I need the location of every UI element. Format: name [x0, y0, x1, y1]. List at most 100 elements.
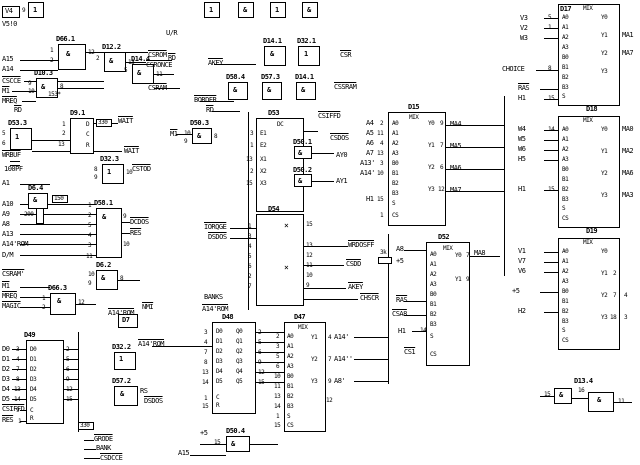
pin-number: 18 [610, 314, 617, 321]
port-label: D3 [30, 376, 37, 383]
chip-title: D13.4 [574, 377, 593, 385]
pin-number: 9 [16, 407, 20, 414]
pin-number: 11 [618, 398, 625, 405]
port-label: B0 [430, 291, 437, 298]
pin-number: 2 [50, 57, 54, 64]
wire [12, 349, 26, 350]
signal-label: +5 [512, 287, 520, 295]
signal-label: A14' [360, 169, 375, 177]
signal-label: RES [130, 229, 142, 237]
gate-symbol: 1 [275, 6, 279, 14]
port-label: MIX [298, 324, 308, 331]
port-label: A3 [562, 44, 569, 51]
wire [58, 88, 104, 89]
pin-number: 11 [306, 262, 313, 269]
signal-label: CSCCE [2, 77, 21, 85]
wire [112, 123, 118, 124]
chip-title: D32.1 [297, 37, 316, 45]
port-label: D [86, 121, 90, 128]
signal-label: A7 [366, 149, 374, 157]
port-label: B2 [392, 180, 399, 187]
chip-box [96, 270, 118, 290]
port-label: B2 [562, 74, 569, 81]
pin-number: 13 [58, 141, 65, 148]
chip-box [294, 146, 312, 159]
chip-box [50, 293, 76, 315]
signal-label: CSRAM' [2, 270, 25, 278]
wire [354, 337, 388, 338]
pin-number: 4 [328, 334, 332, 341]
port-label: A0 [562, 248, 569, 255]
pin-number: 11 [377, 130, 384, 137]
pin-number: 7 [204, 349, 208, 356]
pin-number: 1 [50, 47, 54, 54]
signal-label: WRDOSFF [348, 241, 375, 249]
signal-label: A8' [334, 377, 346, 385]
port-label: B3 [562, 196, 569, 203]
port-label: Q5 [236, 378, 243, 385]
pin-number: 7 [248, 283, 252, 290]
wire [544, 38, 558, 39]
signal-label: CSIFFD [2, 405, 25, 413]
wire [540, 89, 558, 90]
port-label: B0 [562, 166, 569, 173]
port-label: MIX [409, 114, 419, 121]
pin-number: 8 [214, 133, 218, 140]
port-label: Q3 [236, 358, 243, 365]
chip-box [118, 314, 138, 328]
signal-label: A15 [178, 449, 190, 457]
signal-label: H2 [518, 307, 526, 315]
signal-label: A13 [2, 230, 14, 238]
port-label: A2 [562, 146, 569, 153]
signal-label: A14'' [334, 355, 353, 363]
port-label: D0 [216, 328, 223, 335]
pin-number: 9 [22, 7, 26, 14]
wire [256, 372, 284, 373]
signal-label: V4 [5, 7, 13, 15]
gate-symbol: & [109, 57, 113, 65]
wire [354, 381, 388, 382]
gate-symbol: & [559, 391, 563, 399]
signal-label: M1 [170, 130, 178, 138]
pin-number: 1 [18, 418, 22, 425]
pin-number: 4 [380, 140, 384, 147]
wire [446, 147, 504, 148]
gate-symbol: & [137, 69, 141, 77]
port-label: A0 [430, 251, 437, 258]
signal-label: A15 [2, 55, 14, 63]
signal-label: RAS [396, 296, 408, 304]
chip-box [212, 322, 256, 414]
chip-title: D14.1 [263, 37, 282, 45]
chip-box [558, 4, 620, 106]
signal-label: DSDOS [208, 233, 227, 241]
gate-symbol: & [233, 86, 237, 94]
pin-number: 5 [276, 353, 280, 360]
pin-number: 6 [440, 164, 444, 171]
chip-box [238, 2, 254, 18]
wire [12, 389, 26, 390]
pin-number: 2 [248, 273, 252, 280]
port-label: Y0 [455, 252, 462, 259]
chip-title: D50.4 [226, 427, 245, 435]
port-label: A0 [562, 14, 569, 21]
pin-number: 6 [66, 366, 70, 373]
port-label: A3 [562, 278, 569, 285]
wire [388, 234, 389, 384]
signal-label: H1 [518, 94, 526, 102]
port-label: Y1 [601, 270, 608, 277]
port-label: A1 [562, 258, 569, 265]
wire [20, 234, 96, 235]
pin-number: 5 [258, 339, 262, 346]
pin-number: 9 [328, 378, 332, 385]
pin-number: 8 [16, 376, 20, 383]
pin-number: 12 [306, 252, 313, 259]
wire [544, 160, 558, 161]
pin-number: 13 [306, 242, 313, 249]
chip-box [228, 82, 248, 100]
gate-symbol: 1 [209, 6, 213, 14]
chip-box [262, 82, 282, 100]
gate-symbol: & [57, 297, 61, 305]
port-label: S [562, 93, 566, 100]
pin-number: 10 [126, 169, 133, 176]
chip-box [96, 208, 122, 258]
